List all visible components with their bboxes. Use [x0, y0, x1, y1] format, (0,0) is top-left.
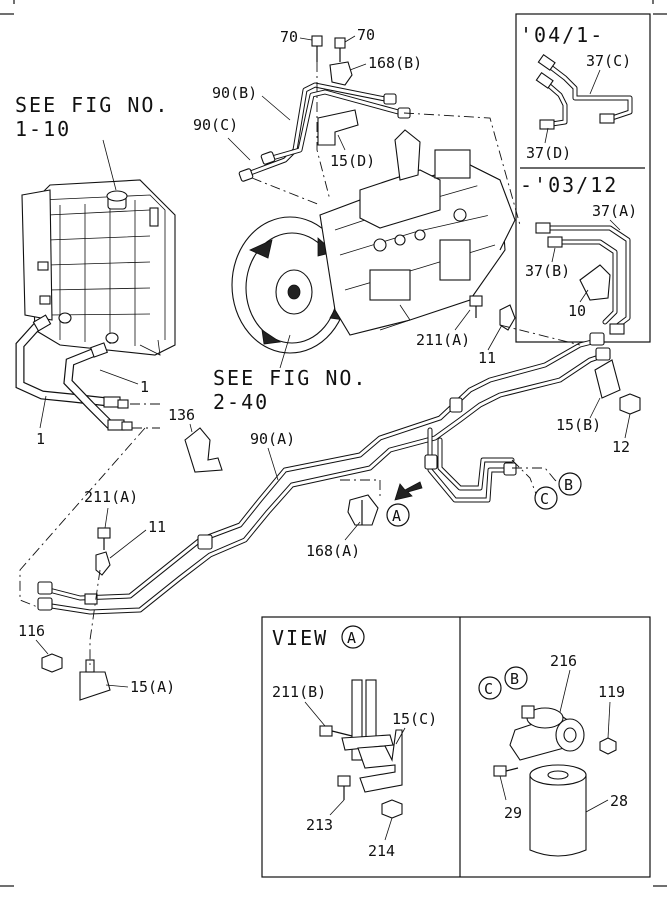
- callout-1-lower: 1: [36, 430, 45, 448]
- transmission: [231, 129, 516, 354]
- marker-a-label: A: [392, 507, 401, 525]
- radiator: [21, 179, 176, 356]
- callouts: 70 70 168(B) 90(B) 90(C) 15(D) 37(C) 37(…: [18, 26, 637, 860]
- clip-168b: [329, 61, 353, 86]
- view-title: VIEW: [272, 626, 328, 650]
- callout-213: 213: [306, 816, 333, 834]
- callout-11-left: 11: [148, 518, 166, 536]
- callout-90b: 90(B): [212, 84, 257, 102]
- marker-c-circle: C: [534, 486, 558, 510]
- dashed-guide-15a: [89, 569, 101, 665]
- dashed-guide-70: [316, 62, 331, 201]
- inset-date-bottom: -'03/12: [520, 173, 618, 197]
- callout-168b: 168(B): [368, 54, 422, 72]
- callout-28: 28: [610, 792, 628, 810]
- callout-10: 10: [568, 302, 586, 320]
- callout-214: 214: [368, 842, 395, 860]
- dashed-guide-11-top: [499, 324, 581, 346]
- callout-211a-top: 211(A): [416, 331, 470, 349]
- marker-b-label: B: [564, 476, 573, 494]
- callout-12: 12: [612, 438, 630, 456]
- hose-1: [15, 314, 133, 431]
- callout-70-right: 70: [357, 26, 375, 44]
- callout-29: 29: [504, 804, 522, 822]
- bolts-70: [311, 35, 346, 62]
- filter-marker-b: B: [510, 670, 519, 688]
- callout-15d: 15(D): [330, 152, 375, 170]
- callout-216: 216: [550, 652, 577, 670]
- inset-date-top: '04/1-: [520, 23, 604, 47]
- clamp-136: [184, 427, 223, 473]
- see-fig-number-transmission: 2-40: [213, 390, 269, 414]
- callout-136: 136: [168, 406, 195, 424]
- fuel-filter-cartridge: [529, 764, 587, 857]
- callout-15a: 15(A): [130, 678, 175, 696]
- callout-70-left: 70: [280, 28, 298, 46]
- callout-90c: 90(C): [193, 116, 238, 134]
- callout-37a: 37(A): [592, 202, 637, 220]
- callout-211b: 211(B): [272, 683, 326, 701]
- marker-b-circle: B: [558, 472, 582, 496]
- see-fig-label-transmission: SEE FIG NO.: [213, 366, 367, 390]
- callout-1-upper: 1: [140, 378, 149, 396]
- callout-15c: 15(C): [392, 710, 437, 728]
- dashed-guide-90c: [251, 177, 321, 206]
- view-a-arrow: [394, 481, 423, 501]
- callout-90a: 90(A): [250, 430, 295, 448]
- callout-211a-left: 211(A): [84, 488, 138, 506]
- see-fig-number-radiator: 1-10: [15, 117, 71, 141]
- hose-37a-37b: [535, 222, 631, 335]
- pipe-90b-90c: [238, 82, 411, 182]
- clip-168a: [347, 494, 379, 526]
- hose-37c-37d: [535, 53, 633, 130]
- dashed-guide-168a: [340, 479, 381, 500]
- see-fig-label-radiator: SEE FIG NO.: [15, 93, 169, 117]
- dashed-guide-90b: [403, 112, 521, 226]
- pipe-90a: [37, 332, 611, 615]
- callout-168a: 168(A): [306, 542, 360, 560]
- fasteners-top-right: [469, 295, 641, 415]
- callout-37c: 37(C): [586, 52, 631, 70]
- view-letter-circle: A: [341, 625, 365, 649]
- bracket-15d: [317, 109, 359, 146]
- fasteners-bottom-left: [41, 527, 111, 701]
- callout-37d: 37(D): [526, 144, 571, 162]
- marker-c-label: C: [540, 490, 549, 508]
- dashed-guide-c: [511, 459, 537, 495]
- filter-marker-c: C: [484, 680, 493, 698]
- callout-116: 116: [18, 622, 45, 640]
- dashed-guide-b: [512, 467, 561, 485]
- marker-a-circle: A: [386, 503, 410, 527]
- callout-11-top: 11: [478, 349, 496, 367]
- fuel-filter-head: [478, 666, 617, 777]
- callout-15b: 15(B): [556, 416, 601, 434]
- leader-see-fig-radiator: [102, 139, 117, 191]
- dashed-guide-hose-1: [130, 403, 160, 429]
- detail-panel: [261, 616, 651, 878]
- callout-37b: 37(B): [525, 262, 570, 280]
- view-a-bracket: [319, 679, 403, 819]
- dashed-guide-hose-1-lower: [19, 427, 146, 609]
- callout-119: 119: [598, 683, 625, 701]
- leader-see-fig-transmission: [279, 334, 291, 369]
- view-letter: A: [347, 629, 356, 647]
